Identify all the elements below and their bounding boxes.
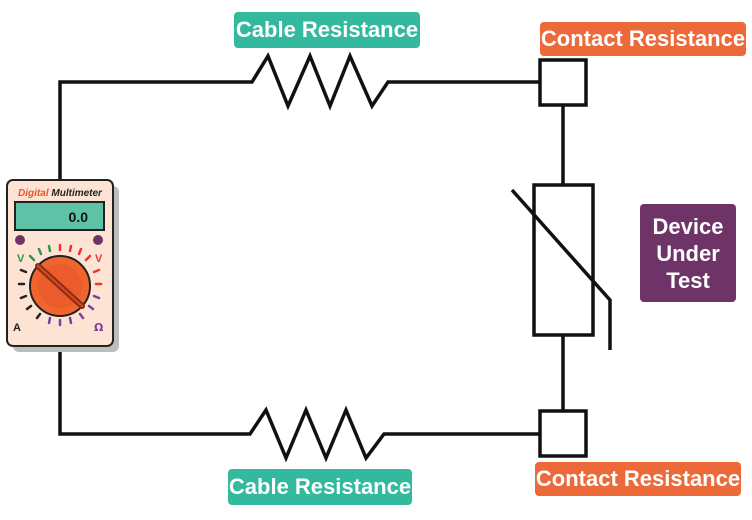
contact-resistance-label-top: Contact Resistance [540, 22, 746, 56]
device-label-line2: Under [656, 240, 720, 266]
contact-resistance-label-bottom: Contact Resistance [535, 462, 741, 496]
cable-resistance-label-top: Cable Resistance [234, 12, 420, 48]
device-variable-arrow [510, 188, 612, 350]
multimeter-brand: Digital Multimeter [18, 188, 103, 199]
contact-terminal-bottom [538, 409, 588, 458]
device-resistor-body [532, 183, 595, 337]
device-under-test-label: Device Under Test [640, 204, 736, 302]
dial-label-a: A [13, 322, 21, 334]
cable-resistance-label-bottom: Cable Resistance [228, 469, 412, 505]
multimeter-port-left [15, 235, 25, 245]
dial-label-v-left: V [17, 253, 25, 265]
multimeter-screen [14, 201, 105, 231]
device-label-line3: Test [666, 267, 710, 293]
device-label-line1: Device [652, 213, 724, 239]
contact-terminal-top [538, 58, 588, 107]
multimeter: Digital Multimeter 0.0 [6, 179, 119, 352]
multimeter-dial-pointer-highlight [36, 264, 84, 308]
dial-label-ohm: Ω [94, 321, 104, 334]
dial-ticks [17, 243, 103, 327]
wire-bottom [58, 350, 540, 463]
wire-top [58, 51, 540, 182]
multimeter-port-right [93, 235, 103, 245]
multimeter-display-value: 0.0 [69, 209, 89, 225]
dial-label-v-right: V [95, 253, 103, 265]
